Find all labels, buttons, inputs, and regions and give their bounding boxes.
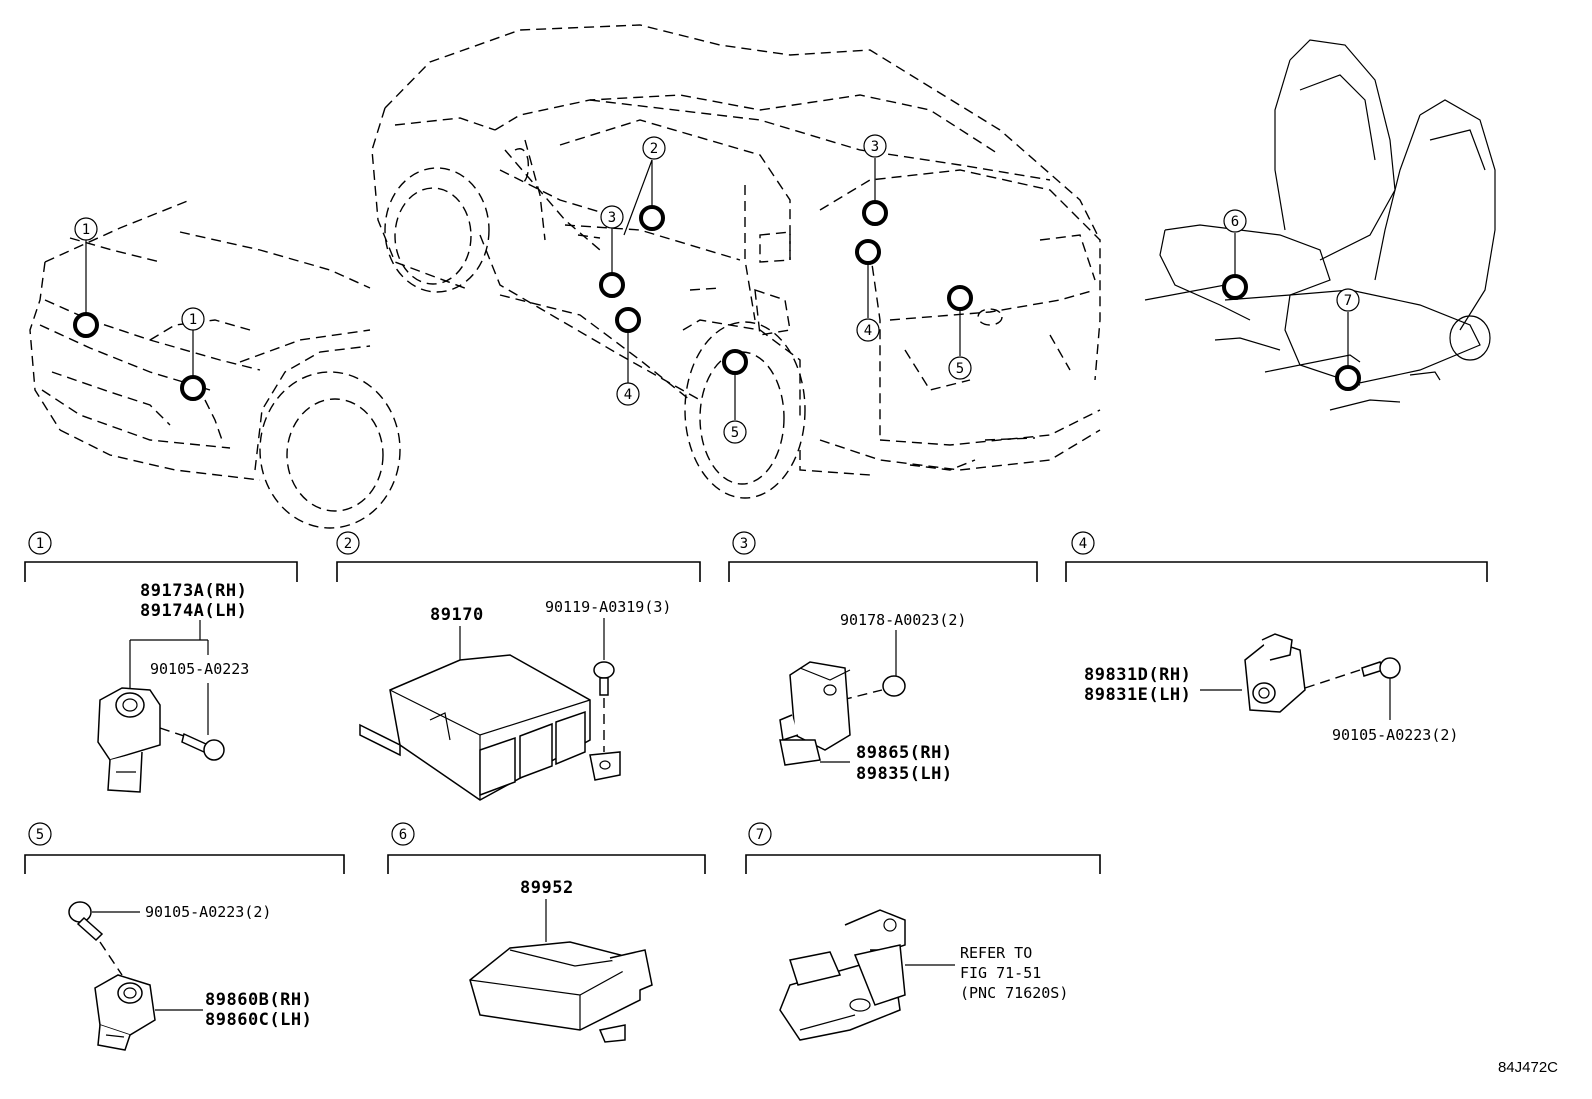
reference-note-line: REFER TO: [960, 944, 1032, 962]
impact-sensor-rear: [94, 974, 156, 1051]
sensor-marker: [615, 307, 641, 333]
group-number: 7: [756, 827, 764, 843]
vehicle-callouts: 1 1 2 3 3 4 4 5 5 6 7: [74, 134, 1360, 444]
callout-number: 4: [864, 323, 872, 339]
part-number-89173a[interactable]: 89173A(RH): [140, 581, 247, 601]
callout-number: 3: [608, 210, 616, 226]
sensor-marker: [639, 205, 665, 231]
bolt: [593, 661, 615, 696]
callout-circle: [642, 136, 666, 160]
group-number: 1: [36, 536, 44, 552]
group-number-circle: [391, 822, 415, 846]
group-7: 7 REFER TO FIG 71-51 (PNC 71620S): [745, 822, 1101, 1041]
group-bracket: [336, 561, 701, 582]
sensor-marker: [180, 375, 206, 401]
group-bracket: [728, 561, 1038, 582]
group-number: 3: [740, 536, 748, 552]
part-number-90105-a0223-2[interactable]: 90105-A0223(2): [145, 903, 271, 921]
part-number-90105-a0223-2[interactable]: 90105-A0223(2): [1332, 726, 1458, 744]
callout-circle: [1223, 209, 1247, 233]
group-number: 2: [344, 536, 352, 552]
group-4: 4 89831D(RH) 89831E(LH) 90105-A0223(2): [1065, 531, 1488, 744]
group-number-circle: [732, 531, 756, 555]
callout-number: 7: [1344, 293, 1352, 309]
seats-view: [1144, 39, 1496, 411]
group-number-circle: [28, 822, 52, 846]
callout-number: 6: [1231, 214, 1239, 230]
sensor-marker: [599, 272, 625, 298]
callout-number: 3: [871, 139, 879, 155]
callout-circle: [863, 134, 887, 158]
group-bracket: [24, 854, 345, 874]
seat-position-sensor: [779, 909, 906, 1041]
group-number-circle: [1071, 531, 1095, 555]
callout-circle: [616, 382, 640, 406]
part-number-89860b[interactable]: 89860B(RH): [205, 990, 312, 1010]
occupant-classification-ecu: [469, 941, 653, 1043]
airbag-control-module: [359, 654, 621, 801]
callout-circle: [1336, 288, 1360, 312]
group-3: 3 90178-A0023(2) 89865(RH) 89835(LH): [728, 531, 1038, 784]
sensor-marker: [1222, 274, 1248, 300]
nut: [882, 675, 906, 697]
callout-number: 5: [956, 361, 964, 377]
callout-circle: [856, 318, 880, 342]
bolt: [68, 901, 104, 942]
callout-number: 4: [624, 387, 632, 403]
part-number-90119-a0319[interactable]: 90119-A0319(3): [545, 598, 671, 616]
callout-circle: [948, 356, 972, 380]
callout-number: 2: [650, 141, 658, 157]
sensor-marker: [722, 349, 748, 375]
sensor-marker: [862, 200, 888, 226]
callout-circle: [181, 307, 205, 331]
group-number: 5: [36, 827, 44, 843]
location-markers: [73, 200, 1361, 401]
sensor-marker: [855, 239, 881, 265]
part-number-89170[interactable]: 89170: [430, 605, 484, 625]
group-number-circle: [336, 531, 360, 555]
group-bracket: [1065, 561, 1488, 582]
group-1: 1 89173A(RH) 89174A(LH) 90105-A0223: [24, 531, 298, 793]
sensor-marker: [1335, 365, 1361, 391]
part-number-89952[interactable]: 89952: [520, 878, 574, 898]
bolt: [181, 732, 225, 761]
bolt: [1361, 657, 1401, 679]
group-number: 6: [399, 827, 407, 843]
callout-number: 5: [731, 425, 739, 441]
reference-note-line[interactable]: FIG 71-51: [960, 964, 1041, 982]
part-number-89831d[interactable]: 89831D(RH): [1084, 665, 1191, 685]
group-number: 4: [1079, 536, 1087, 552]
part-number-89831e[interactable]: 89831E(LH): [1084, 685, 1191, 705]
group-5: 5 90105-A0223(2) 89860B(RH) 89860C(LH): [24, 822, 345, 1051]
rear-impact-sensor: [1244, 633, 1306, 713]
group-6: 6 89952: [387, 822, 706, 1043]
suv-rear-view: [371, 24, 1101, 499]
callout-number: 1: [82, 222, 90, 238]
part-number-89860c[interactable]: 89860C(LH): [205, 1010, 312, 1030]
callout-circle: [600, 205, 624, 229]
callout-circle: [74, 217, 98, 241]
impact-sensor-front: [97, 687, 161, 793]
callout-number: 1: [189, 312, 197, 328]
part-number-90178-a0023[interactable]: 90178-A0023(2): [840, 611, 966, 629]
group-2: 2 89170 90119-A0319(3): [336, 531, 701, 801]
part-number-89835[interactable]: 89835(LH): [856, 764, 953, 784]
callout-circle: [723, 420, 747, 444]
side-impact-sensor: [779, 661, 851, 766]
group-number-circle: [748, 822, 772, 846]
sensor-marker: [947, 285, 973, 311]
group-bracket: [387, 854, 706, 874]
part-number-89174a[interactable]: 89174A(LH): [140, 601, 247, 621]
group-bracket: [24, 561, 298, 582]
diagram-id-label: 84J472C: [1498, 1059, 1558, 1076]
group-bracket: [745, 854, 1101, 874]
group-number-circle: [28, 531, 52, 555]
part-number-89865[interactable]: 89865(RH): [856, 743, 953, 763]
sensor-marker: [73, 312, 99, 338]
part-number-90105-a0223[interactable]: 90105-A0223: [150, 660, 249, 678]
reference-note-line: (PNC 71620S): [960, 984, 1068, 1002]
